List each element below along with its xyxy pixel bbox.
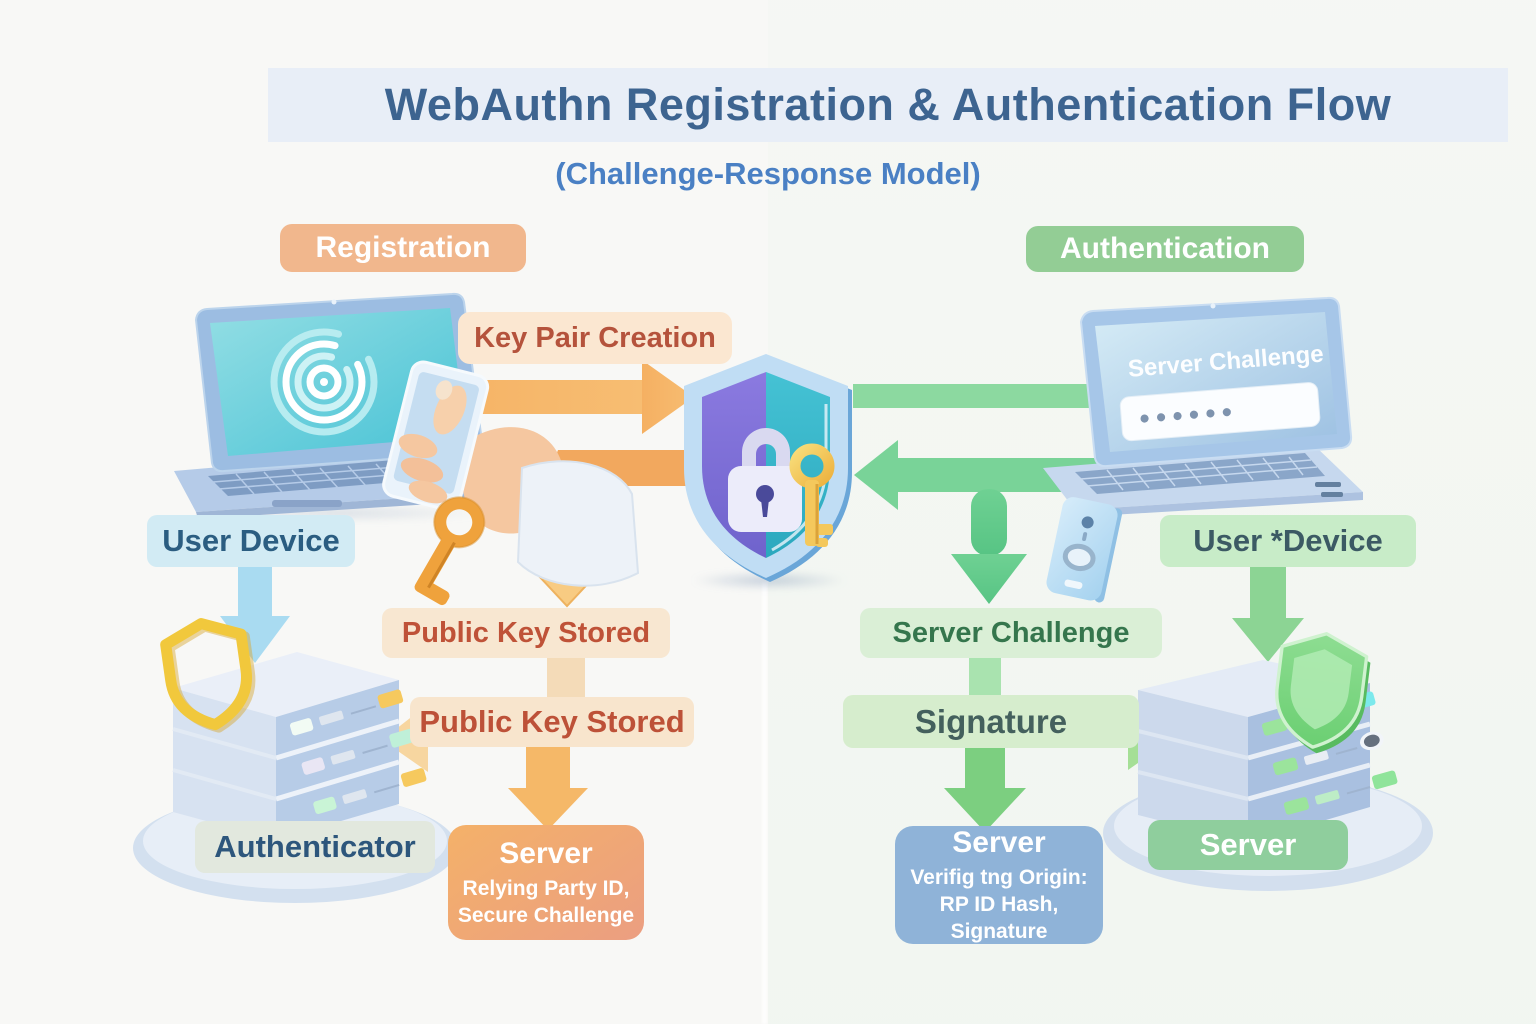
auth-laptop-illustration: Server Challenge •••••• <box>1043 296 1363 517</box>
arrow-to-registration-server <box>508 744 588 830</box>
server-leds <box>289 689 427 815</box>
registration-section-label: Registration <box>280 224 526 272</box>
fingerprint-icon <box>270 328 378 436</box>
password-dots: •••••• <box>1138 395 1239 436</box>
registration-server-box: Server Relying Party ID, Secure Challeng… <box>448 825 644 940</box>
server-leds <box>1261 691 1398 815</box>
server-box-line2: Secure Challenge <box>457 903 635 927</box>
laptop-keyboard <box>1075 453 1325 494</box>
public-key-stored-label-1: Public Key Stored <box>382 608 670 658</box>
key-pair-creation-label: Key Pair Creation <box>458 312 732 364</box>
arrow-to-auth-server <box>944 746 1026 832</box>
shield-lock-key-icon <box>684 354 852 582</box>
server-left-face <box>173 688 276 840</box>
server-left-face <box>1138 690 1248 843</box>
user-device-label: User Device <box>147 515 355 567</box>
section-divider <box>762 582 767 1024</box>
server-box-line1: Verifig tng Origin: <box>910 865 1088 889</box>
private-key-icon <box>414 496 486 606</box>
page-title: WebAuthn Registration & Authentication F… <box>384 79 1392 130</box>
sleeve <box>516 460 640 587</box>
server-box-line1: Relying Party ID, <box>462 876 630 900</box>
authentication-section-label: Authentication <box>1026 226 1304 272</box>
hand-with-phone <box>382 360 640 587</box>
authenticator-label: Authenticator <box>195 821 435 873</box>
authentication-server-box: Server Verifig tng Origin: RP ID Hash, S… <box>895 826 1103 944</box>
green-shield-icon <box>1275 632 1371 754</box>
arrow-challenge-signature-band <box>969 656 1001 698</box>
title-band: WebAuthn Registration & Authentication F… <box>268 68 1508 142</box>
yellow-shield-icon <box>160 618 256 733</box>
lock-icon <box>728 428 802 532</box>
password-field: •••••• <box>1119 382 1321 442</box>
arrow-to-server-challenge <box>951 489 1027 604</box>
server-label: Server <box>1148 820 1348 870</box>
server-box-line2: RP ID Hash, Signature <box>939 892 1059 943</box>
arrow-user-device2-down <box>1232 566 1304 662</box>
key-icon <box>789 443 835 547</box>
user-device2-label: User *Device <box>1160 515 1416 567</box>
server-box-title: Server <box>952 825 1046 859</box>
public-key-stored-label-2: Public Key Stored <box>410 697 694 747</box>
signature-label: Signature <box>843 695 1139 748</box>
server-challenge-label: Server Challenge <box>860 608 1162 658</box>
authenticator-server-illustration <box>133 618 457 903</box>
server-top <box>173 652 399 717</box>
user-laptop-illustration <box>174 292 640 587</box>
arrow-connector-band <box>547 656 585 700</box>
auth-server-illustration <box>1103 632 1433 891</box>
server-box-title: Server <box>499 836 593 870</box>
page-subtitle: (Challenge-Response Model) <box>555 156 981 191</box>
security-key-icon <box>1046 497 1123 603</box>
